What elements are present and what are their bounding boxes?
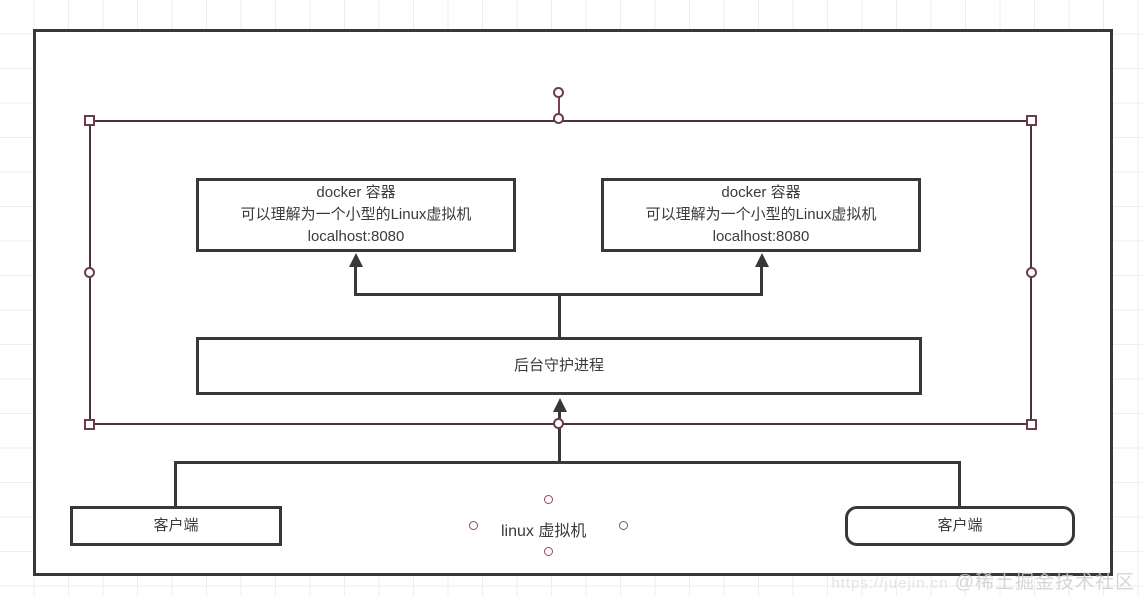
arrowhead-container-right <box>755 253 769 267</box>
anchor-dot-right[interactable] <box>619 521 628 530</box>
rotate-handle-stem <box>558 97 560 119</box>
handle-right-middle[interactable] <box>1026 267 1037 278</box>
node-text-line: 后台守护进程 <box>513 357 604 374</box>
handle-top-right[interactable] <box>1026 115 1037 126</box>
connector-client-left-vertical <box>174 461 177 509</box>
arrowhead-container-left <box>349 253 363 267</box>
node-text-line: 客户端 <box>937 517 983 534</box>
node-docker-container-left[interactable]: docker 容器 可以理解为一个小型的Linux虚拟机 localhost:8… <box>196 178 516 252</box>
connector-daemon-to-container-left <box>354 266 357 296</box>
watermark-text: @稀土掘金技术社区 <box>954 572 1135 593</box>
node-text-line: docker 容器 <box>316 184 396 201</box>
node-text-line: 可以理解为一个小型的Linux虚拟机 <box>645 206 877 223</box>
arrowhead-clients-to-daemon <box>553 398 567 412</box>
node-daemon-process[interactable]: 后台守护进程 <box>196 337 922 395</box>
connector-client-right-vertical <box>958 461 961 509</box>
handle-top-middle[interactable] <box>553 113 564 124</box>
handle-left-middle[interactable] <box>84 267 95 278</box>
anchor-dot-left[interactable] <box>469 521 478 530</box>
node-docker-container-right[interactable]: docker 容器 可以理解为一个小型的Linux虚拟机 localhost:8… <box>601 178 921 252</box>
node-client-left[interactable]: 客户端 <box>70 506 282 546</box>
node-text-line: docker 容器 <box>721 184 801 201</box>
node-text-line: localhost:8080 <box>307 228 405 245</box>
node-text-line: 可以理解为一个小型的Linux虚拟机 <box>240 206 472 223</box>
handle-top-left[interactable] <box>84 115 95 126</box>
node-text-line: 客户端 <box>153 517 199 534</box>
connector-clients-to-daemon <box>558 410 561 463</box>
rotate-handle[interactable] <box>553 87 564 98</box>
connector-client-bus <box>174 461 961 464</box>
connector-daemon-to-container-right <box>760 266 763 296</box>
label-linux-vm[interactable]: linux 虚拟机 <box>501 523 587 540</box>
node-text-line: localhost:8080 <box>712 228 810 245</box>
watermark: https://juejin.cn @稀土掘金技术社区 <box>831 567 1135 594</box>
selection-rectangle[interactable] <box>89 120 1032 425</box>
anchor-dot-bottom[interactable] <box>544 547 553 556</box>
handle-bottom-right[interactable] <box>1026 419 1037 430</box>
watermark-url: https://juejin.cn <box>831 575 949 592</box>
handle-bottom-left[interactable] <box>84 419 95 430</box>
anchor-dot-top[interactable] <box>544 495 553 504</box>
connector-daemon-bus <box>354 293 763 296</box>
node-client-right[interactable]: 客户端 <box>845 506 1075 546</box>
handle-bottom-middle[interactable] <box>553 418 564 429</box>
connector-daemon-riser <box>558 293 561 339</box>
